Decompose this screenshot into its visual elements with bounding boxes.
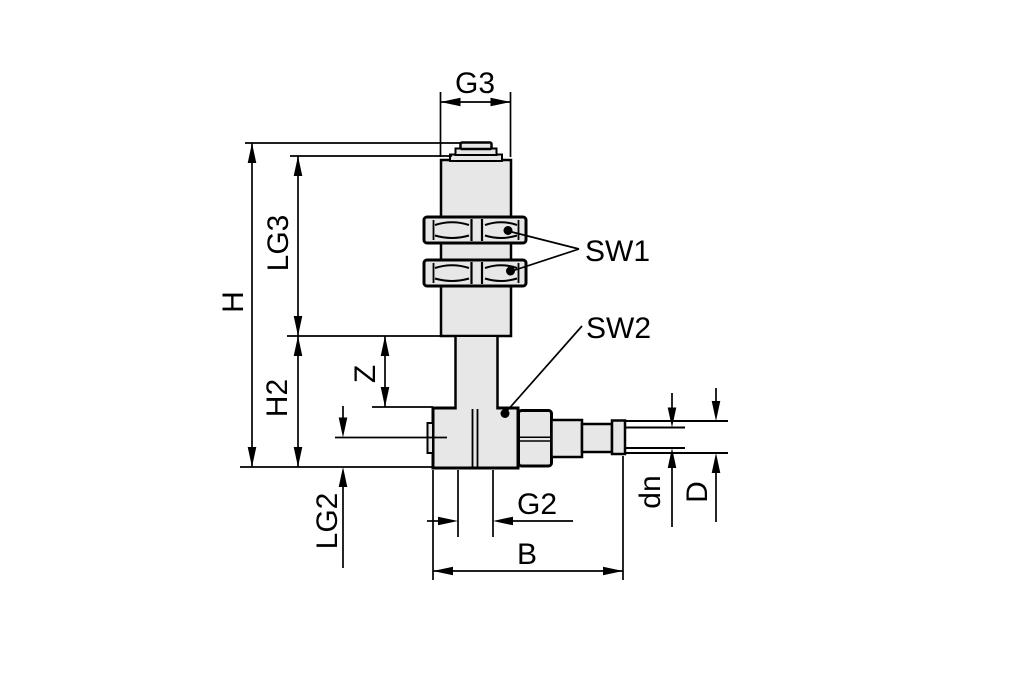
label-d: D xyxy=(681,481,714,503)
upper-body-cylinder xyxy=(439,158,513,338)
label-h2: H2 xyxy=(261,379,294,417)
sw1-upper-leader-dot xyxy=(503,226,513,235)
top-cap xyxy=(459,141,493,151)
hex-nut-sw2 xyxy=(517,409,553,468)
dimension-lg2: LG2 xyxy=(311,406,447,568)
label-lg2: LG2 xyxy=(311,493,344,550)
barb-collar xyxy=(610,419,627,456)
label-z: Z xyxy=(349,365,382,383)
nipple-phantom-lines xyxy=(625,420,728,454)
connecting-stem xyxy=(454,336,499,410)
label-g3: G3 xyxy=(455,67,495,100)
sw1-lower-leader-dot xyxy=(506,266,515,276)
label-h: H xyxy=(217,291,250,313)
label-sw1: SW1 xyxy=(585,235,650,268)
callout-sw2: SW2 xyxy=(505,312,651,413)
dimension-h2: H2 xyxy=(261,336,303,467)
callout-sw1: SW1 xyxy=(509,230,650,272)
label-lg3: LG3 xyxy=(262,215,295,272)
dimension-b: B xyxy=(432,456,624,580)
dimension-z: Z xyxy=(349,336,433,408)
label-sw2: SW2 xyxy=(586,312,651,345)
dimension-d: D xyxy=(681,388,721,522)
dimension-g3: G3 xyxy=(439,67,512,157)
hex-nut-sw1-upper xyxy=(422,215,528,245)
label-dn: dn xyxy=(634,475,667,508)
hex-nut-sw1-lower xyxy=(422,258,528,288)
label-b: B xyxy=(517,538,537,571)
dimension-h: H xyxy=(217,142,462,468)
dimension-dn: dn xyxy=(634,393,677,527)
fitting-part xyxy=(422,141,728,470)
dimension-lg3: LG3 xyxy=(262,155,452,337)
barb-cylinder xyxy=(550,418,584,459)
label-g2: G2 xyxy=(517,488,557,521)
barb-tube xyxy=(580,422,614,454)
